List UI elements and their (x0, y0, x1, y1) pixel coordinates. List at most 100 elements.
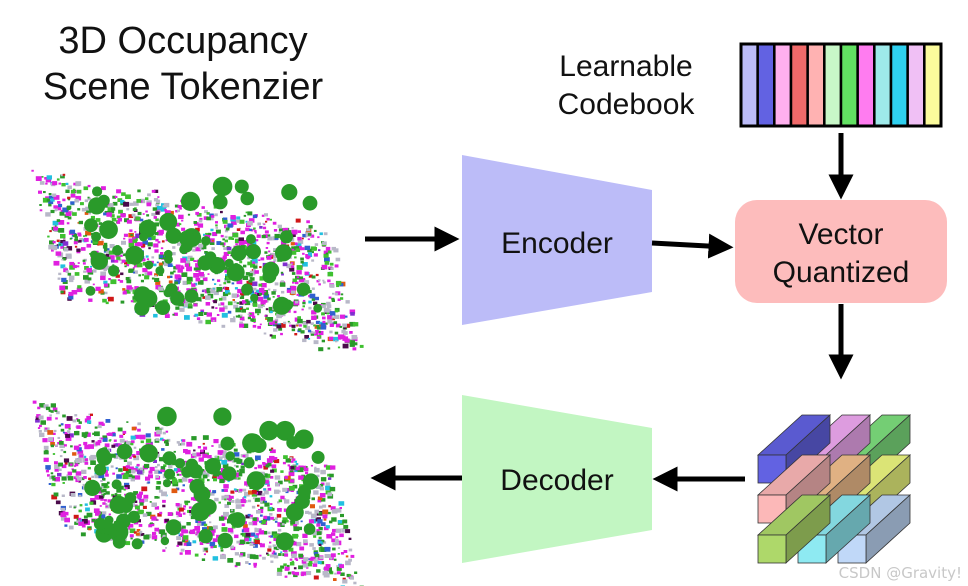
scene-voxel (112, 195, 116, 199)
scene-voxel (343, 524, 349, 529)
scene-voxel (64, 431, 68, 435)
scene-voxel (318, 330, 321, 333)
scene-voxel (79, 504, 83, 507)
scene-voxel (323, 253, 329, 258)
scene-voxel (292, 278, 297, 282)
scene-voxel (118, 209, 123, 214)
encoder-shape (462, 155, 652, 325)
scene-voxel (85, 234, 88, 237)
scene-voxel (195, 246, 201, 252)
scene-voxel (295, 466, 300, 471)
scene-tree (162, 451, 177, 466)
scene-voxel (274, 282, 279, 286)
scene-voxel (308, 306, 312, 310)
scene-tree (226, 263, 245, 282)
scene-voxel (318, 543, 322, 546)
scene-voxel (278, 480, 283, 485)
scene-voxel (247, 313, 250, 316)
scene-voxel (280, 271, 284, 274)
scene-voxel (71, 262, 75, 266)
scene-voxel (196, 530, 200, 534)
scene-voxel (148, 524, 153, 528)
scene-voxel (268, 254, 272, 257)
scene-voxel (227, 501, 231, 505)
scene-voxel (250, 263, 255, 268)
scene-voxel (215, 229, 221, 234)
scene-voxel (211, 445, 214, 447)
scene-voxel (294, 242, 298, 245)
scene-voxel (265, 316, 268, 319)
scene-voxel (52, 181, 58, 186)
scene-voxel (210, 215, 215, 218)
scene-voxel (148, 470, 153, 474)
scene-voxel (253, 321, 256, 323)
scene-voxel (116, 488, 122, 493)
scene-tree (282, 299, 294, 311)
scene-voxel (224, 458, 228, 462)
scene-voxel (342, 336, 349, 341)
scene-voxel (69, 505, 72, 508)
scene-tree (134, 300, 150, 316)
scene-voxel (327, 279, 331, 283)
scene-voxel (101, 493, 105, 497)
scene-voxel (224, 235, 228, 239)
scene-voxel (211, 239, 214, 242)
scene-voxel (61, 464, 67, 469)
scene-voxel (134, 286, 139, 290)
scene-voxel (84, 199, 88, 203)
scene-voxel (311, 298, 316, 301)
scene-voxel (169, 210, 174, 215)
scene-voxel (198, 312, 204, 316)
scene-tree (217, 532, 233, 549)
scene-voxel (131, 440, 135, 444)
scene-voxel (181, 442, 186, 446)
scene-voxel (43, 457, 49, 462)
scene-tree (131, 538, 143, 550)
codebook-label: Learnable Codebook (540, 48, 712, 124)
scene-voxel (281, 520, 287, 524)
scene-tree (229, 512, 246, 528)
scene-voxel (180, 533, 184, 537)
scene-voxel (256, 533, 260, 536)
scene-voxel (36, 414, 41, 418)
scene-voxel (172, 476, 176, 480)
scene-voxel (70, 445, 73, 448)
scene-voxel (276, 548, 279, 551)
scene-voxel (215, 221, 218, 224)
scene-voxel (84, 461, 89, 465)
scene-voxel (283, 455, 288, 459)
scene-voxel (232, 299, 235, 301)
scene-voxel (175, 503, 180, 507)
scene-voxel (273, 289, 277, 292)
scene-voxel (328, 296, 332, 299)
scene-voxel (108, 296, 114, 302)
scene-voxel (284, 566, 290, 571)
scene-voxel (156, 519, 159, 521)
scene-voxel (331, 517, 337, 522)
scene-voxel (331, 297, 335, 301)
scene-voxel (213, 290, 219, 296)
scene-voxel (269, 455, 275, 461)
decoder-shape (462, 395, 652, 563)
scene-voxel (272, 544, 276, 547)
scene-tree (224, 258, 234, 268)
scene-voxel (291, 560, 294, 563)
scene-voxel (77, 493, 83, 497)
scene-voxel (124, 218, 129, 223)
scene-voxel (204, 210, 208, 214)
scene-voxel (128, 242, 135, 247)
scene-voxel (230, 318, 236, 323)
scene-voxel (183, 539, 189, 543)
scene-voxel (302, 299, 306, 302)
scene-voxel (65, 434, 70, 438)
scene-voxel (252, 497, 256, 500)
scene-voxel (279, 522, 282, 525)
scene-voxel (239, 321, 243, 325)
scene-voxel (353, 342, 358, 346)
scene-voxel (228, 499, 231, 502)
scene-voxel (60, 423, 64, 426)
scene-voxel (158, 229, 164, 235)
scene-voxel (110, 453, 116, 458)
scene-voxel (154, 273, 158, 277)
scene-voxel (302, 465, 307, 469)
